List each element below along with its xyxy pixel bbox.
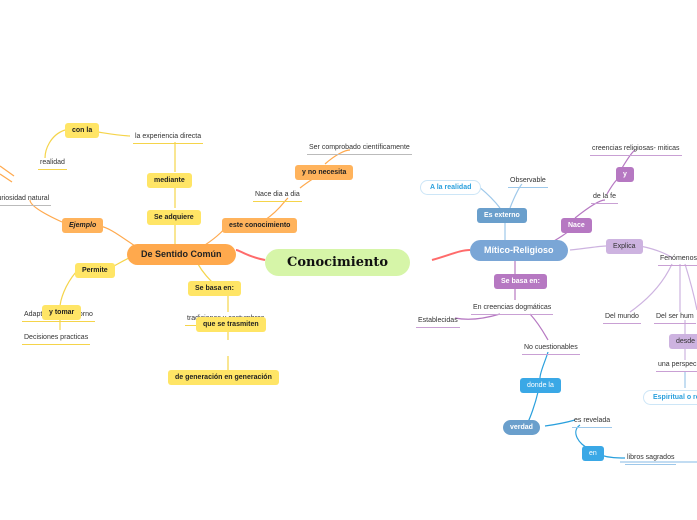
node-permite[interactable]: Permite [75, 263, 115, 278]
node-que-se-trasmiten[interactable]: que se trasmiten [196, 317, 266, 332]
node-ejemplo[interactable]: Ejemplo [62, 218, 104, 233]
node-generacion[interactable]: de generación en generación [168, 370, 279, 385]
node-desde[interactable]: desde [669, 334, 697, 349]
node-experiencia-directa[interactable]: la experiencia directa [133, 132, 204, 144]
node-del-mundo[interactable]: Del mundo [603, 312, 641, 324]
node-fenomenos[interactable]: Fenómenos [658, 254, 697, 266]
node-decisiones[interactable]: Decisiones practicas [22, 333, 91, 345]
node-establecidas[interactable]: Establecidas [416, 316, 460, 328]
node-libros-sagrados[interactable]: libros sagrados [625, 453, 677, 465]
node-nace-dia[interactable]: Nace dia a dia [253, 190, 302, 202]
node-no-cuestionables[interactable]: No cuestionables [522, 343, 580, 355]
node-es-externo[interactable]: Es externo [477, 208, 527, 223]
node-observable[interactable]: Observable [508, 176, 548, 188]
node-no-necesita[interactable]: y no necesita [295, 165, 354, 180]
node-explica[interactable]: Explica [606, 239, 643, 254]
node-con-la[interactable]: con la [65, 123, 100, 138]
node-ser-comprobado[interactable]: Ser comprobado científicamente [307, 143, 412, 155]
node-verdad[interactable]: verdad [503, 420, 540, 435]
node-en[interactable]: en [582, 446, 604, 461]
node-del-ser-humano[interactable]: Del ser hum [654, 312, 696, 324]
node-a-la-realidad[interactable]: A la realidad [420, 180, 482, 195]
node-espiritual[interactable]: Espiritual o re [643, 390, 697, 405]
hub-mitico-religioso[interactable]: Mítico-Religioso [470, 240, 568, 261]
node-realidad[interactable]: realidad [38, 158, 67, 170]
node-y-tomar[interactable]: y tomar [42, 305, 82, 320]
hub-sentido-comun[interactable]: De Sentido Común [127, 244, 236, 265]
node-creencias-dogmaticas[interactable]: En creencias dogmáticas [471, 303, 554, 315]
node-este-conocimiento[interactable]: este conocimiento [222, 218, 298, 233]
node-mediante[interactable]: mediante [147, 173, 192, 188]
node-nace[interactable]: Nace [561, 218, 592, 233]
center-topic[interactable]: Conocimiento [265, 249, 411, 276]
node-creencias-religiosas[interactable]: creencias religiosas- miticas [590, 144, 682, 156]
node-donde-la[interactable]: donde la [520, 378, 561, 393]
node-una-perspectiva[interactable]: una perspec [656, 360, 697, 372]
node-de-la-fe[interactable]: de la fe [591, 192, 618, 204]
node-curiosidad-natural[interactable]: curiosidad natural [0, 194, 52, 206]
node-es-revelada[interactable]: es revelada [572, 416, 613, 428]
node-se-basa-en-left[interactable]: Se basa en: [188, 281, 241, 296]
node-se-basa-en-right[interactable]: Se basa en: [494, 274, 547, 289]
node-se-adquiere[interactable]: Se adquiere [147, 210, 201, 225]
node-y[interactable]: y [616, 167, 634, 182]
